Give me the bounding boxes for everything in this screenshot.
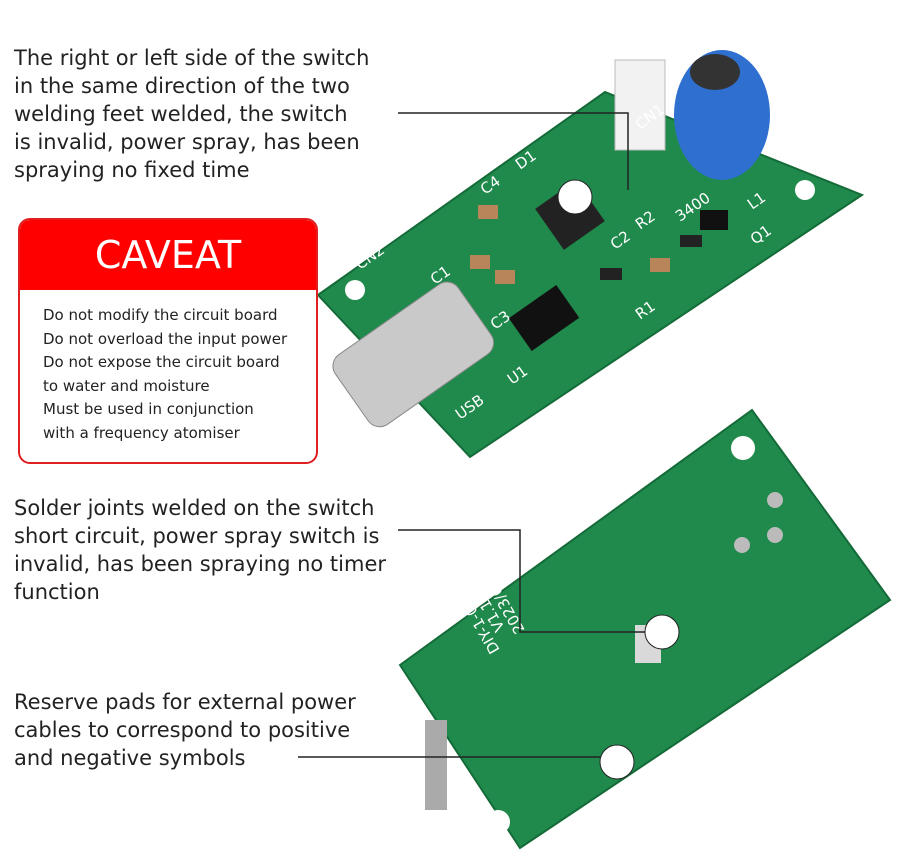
caveat-box: CAVEAT Do not modify the circuit board D… [18, 218, 318, 464]
board-front: USB U1 C1 C3 CN2 C4 D1 CN1 R1 R2 C2 Q1 L… [316, 50, 865, 459]
caveat-item: Do not modify the circuit board [43, 306, 278, 324]
mount-hole [486, 810, 510, 834]
caveat-item: Do not overload the input power [43, 329, 288, 348]
callout-lines [298, 112, 645, 758]
caveat-item: with a frequency atomiser [43, 423, 240, 442]
caveat-item: Must be used in conjunction [43, 400, 254, 418]
callout-marker-switch [557, 179, 593, 215]
callout-marker-solder [644, 614, 680, 650]
caveat-title: CAVEAT [20, 220, 316, 290]
note-switch-side: The right or left side of the switch in … [14, 46, 370, 182]
connector-cn1 [614, 59, 666, 151]
caveat-item: Do not expose the circuit board [43, 353, 280, 371]
mount-hole [731, 436, 755, 460]
mount-hole [345, 280, 365, 300]
note-reserve-pads: Reserve pads for external power cables t… [14, 690, 356, 770]
callout-marker-pads [599, 744, 635, 780]
usb-c-port [332, 281, 495, 428]
usb-c-port [425, 720, 447, 810]
note-solder-joints: Solder joints welded on the switch short… [14, 496, 387, 604]
chip-u1 [508, 284, 580, 352]
caveat-list: Do not modify the circuit board Do not o… [20, 290, 316, 445]
caveat-item: to water and moisture [43, 376, 210, 395]
mount-hole [795, 180, 815, 200]
